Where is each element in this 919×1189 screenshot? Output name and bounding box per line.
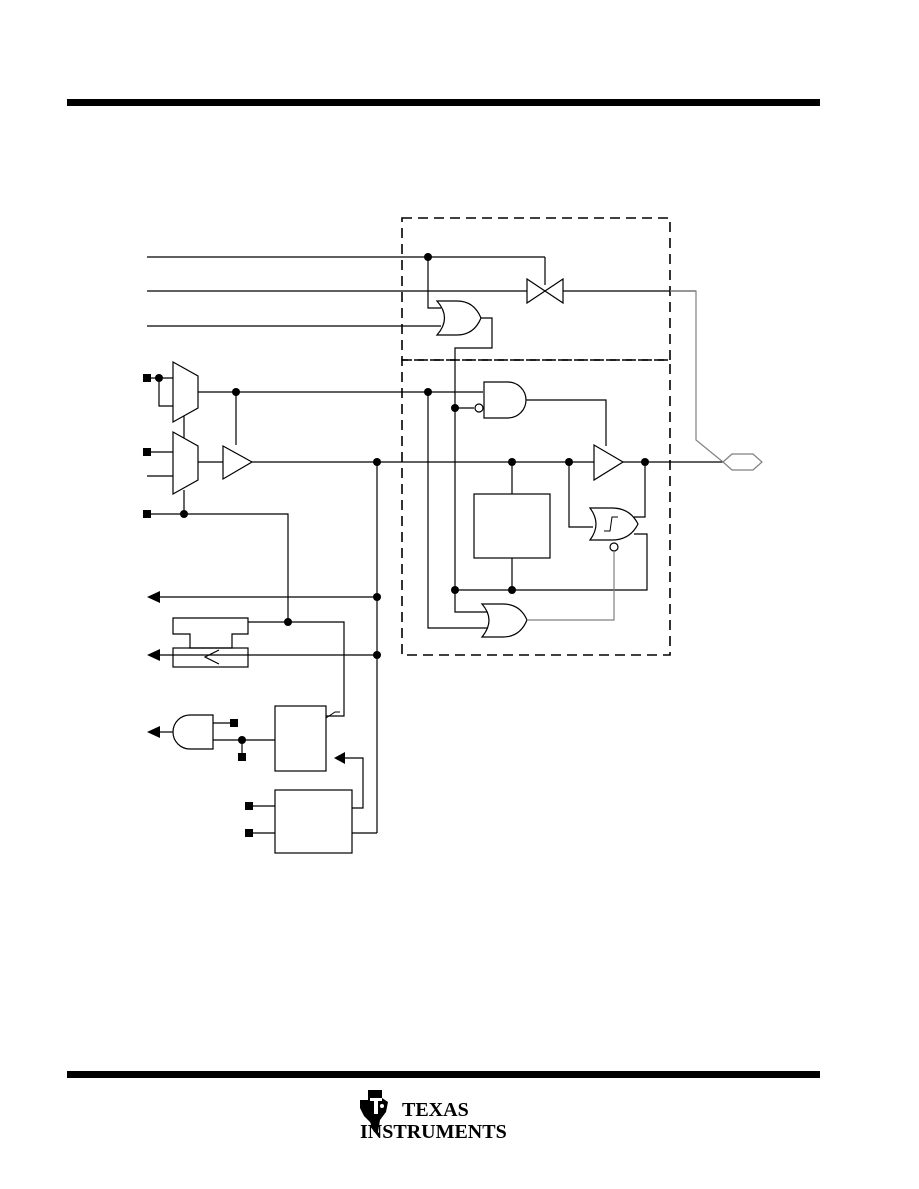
wire-and-to-buffer [526, 399, 607, 446]
wire-edge-select [345, 757, 364, 809]
wire-schmitt-in-1 [568, 462, 593, 528]
inverter-bubble-and [474, 403, 484, 413]
wire-latch-to-bus [248, 621, 345, 717]
pin-pad [722, 453, 763, 471]
wire-or-bottom-out [527, 551, 615, 621]
schmitt-symbol [604, 516, 618, 532]
mux-lower [172, 430, 199, 496]
or-gate-top [435, 300, 482, 336]
arrow-out-3-icon [147, 726, 160, 738]
header-rule [67, 99, 820, 106]
wire-mux-upper-loop [158, 378, 173, 407]
footer-rule [67, 1071, 820, 1078]
texas-instruments-logo: TEXAS INSTRUMENTS [360, 1090, 507, 1143]
or-gate-bottom [480, 603, 528, 638]
wire-or-top-feedback [454, 317, 493, 590]
and-gate-interrupt [172, 714, 214, 750]
wire-pad-link [670, 290, 724, 463]
edge-select-block [274, 789, 353, 854]
latch-lower [172, 647, 249, 668]
schmitt-or-gate [588, 507, 639, 541]
center-block [473, 493, 551, 559]
logo-text-texas: TEXAS [402, 1099, 469, 1121]
inverter-bubble-schmitt [609, 542, 619, 552]
arrow-flag-icon [334, 752, 345, 764]
latch-arrow-icon [203, 649, 220, 665]
arrow-out-2-icon [147, 649, 160, 661]
transmission-gate [526, 257, 564, 305]
and-gate-output-enable [483, 381, 527, 419]
interrupt-flag-block [274, 705, 327, 772]
wire-line1-to-or [427, 257, 441, 309]
arrow-out-1-icon [147, 591, 160, 603]
wire-schmitt-in-2 [634, 462, 646, 518]
buffer-output [593, 443, 625, 482]
junction-dots [155, 253, 649, 744]
latch-upper [172, 617, 249, 649]
wire-schmitt-out [455, 533, 648, 591]
output-control-region [401, 359, 671, 656]
logo-text-instruments: INSTRUMENTS [360, 1121, 507, 1143]
buffer-left [222, 444, 254, 481]
wire-mux-lower-bottom [147, 513, 289, 622]
terminal-squares [143, 374, 253, 837]
clock-edge-icon [325, 711, 340, 719]
wire-or-bottom-in-2 [454, 590, 487, 613]
analog-switch-region [401, 217, 671, 361]
wire-or-bottom-in-1 [427, 392, 487, 629]
mux-upper [172, 360, 199, 424]
